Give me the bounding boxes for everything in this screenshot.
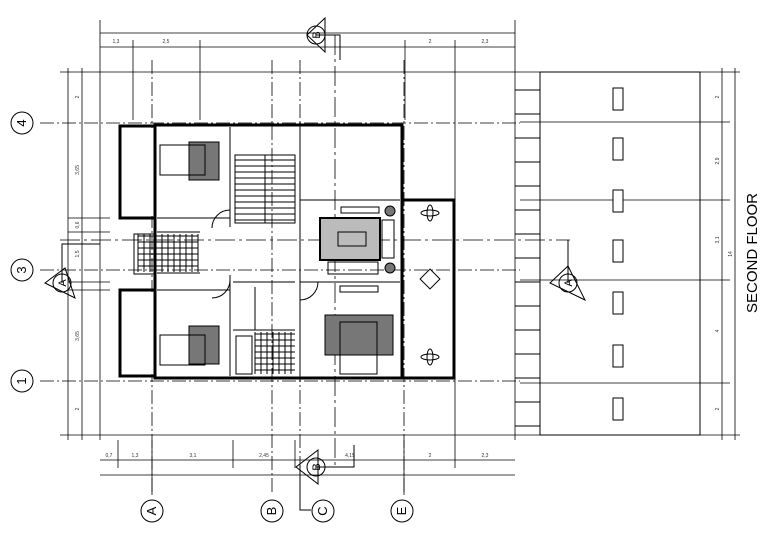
grid-row-markers: 4 3 1 [10, 111, 34, 393]
grid-marker-4: 4 [10, 111, 34, 135]
svg-text:C: C [315, 506, 330, 515]
dim-right-4: 4 [715, 329, 721, 332]
staircase [234, 154, 296, 224]
grid-column-markers: A B C E [140, 465, 414, 523]
dim-right-1: 2 [715, 95, 721, 98]
grid-marker-1: 1 [10, 369, 34, 393]
strip-marker [612, 291, 624, 315]
section-marker-a-left: A [44, 243, 100, 299]
bathtub [235, 335, 253, 375]
dim-right-5: 2 [715, 407, 721, 410]
svg-text:A: A [563, 279, 575, 287]
strip-marker [612, 344, 624, 368]
svg-text:3: 3 [14, 266, 29, 273]
dim-left-3: 0,6 [75, 221, 81, 228]
strip-marker [612, 137, 624, 161]
svg-text:E: E [394, 506, 409, 515]
svg-text:B: B [264, 507, 279, 516]
strip-marker [612, 87, 624, 111]
bedroom-top-bed [159, 141, 220, 181]
section-marker-b-top: B [306, 16, 341, 60]
master-bed [324, 314, 394, 375]
left-dimensions: 2 3,65 0,6 1,5 3,65 2 [67, 68, 83, 440]
drawing-title: SECOND FLOOR [744, 193, 761, 313]
dim-bottom-3: 3,1 [190, 453, 197, 459]
living-room-furniture [319, 205, 396, 293]
bedroom-bottom-bed [159, 325, 220, 366]
svg-text:4: 4 [14, 119, 29, 126]
dim-bottom-5: 4,15 [345, 453, 355, 459]
grid-lines [40, 35, 570, 495]
dim-left-4: 1,5 [75, 250, 81, 257]
section-marker-a-right: A [549, 240, 587, 302]
dim-top-1: 1,3 [113, 39, 120, 45]
section-marker-b-bottom: B [295, 445, 355, 486]
building-plan [118, 123, 456, 380]
dim-left-1: 2 [75, 95, 81, 98]
dim-left-6: 2 [75, 407, 81, 410]
dim-bottom-6: 2 [429, 453, 432, 459]
svg-text:B: B [311, 31, 323, 38]
dim-bottom-4: 2,45 [259, 453, 269, 459]
grid-marker-3: 3 [10, 258, 34, 282]
dim-top-2: 2,5 [163, 39, 170, 45]
dim-left-5: 3,65 [75, 331, 81, 341]
svg-text:1: 1 [14, 377, 29, 384]
dim-left-2: 3,65 [75, 165, 81, 175]
grid-marker-A: A [140, 499, 164, 523]
strip-marker [612, 397, 624, 421]
balcony-furniture [419, 204, 441, 366]
grid-marker-E: E [390, 499, 414, 523]
dim-right-2: 2,9 [715, 157, 721, 164]
strip-marker [612, 239, 624, 263]
dim-bottom-2: 1,3 [132, 453, 139, 459]
dim-right-3: 3,1 [715, 236, 721, 243]
svg-text:A: A [57, 279, 69, 287]
strip-marker [612, 189, 624, 213]
grid-marker-C: C [311, 499, 335, 523]
adjacent-strip [515, 71, 701, 436]
dim-top-4: 2,3 [482, 39, 489, 45]
right-dimensions: 2 2,9 3,1 4 2 14 [715, 68, 736, 440]
svg-text:A: A [144, 506, 159, 515]
dim-right-total: 14 [728, 251, 734, 257]
grid-marker-B: B [260, 499, 284, 523]
dim-bottom-7: 2,3 [482, 453, 489, 459]
dim-bottom-1: 0,7 [106, 453, 113, 459]
svg-text:B: B [311, 463, 323, 470]
dim-top-3: 2 [429, 39, 432, 45]
section-markers: B B A A [44, 16, 587, 486]
